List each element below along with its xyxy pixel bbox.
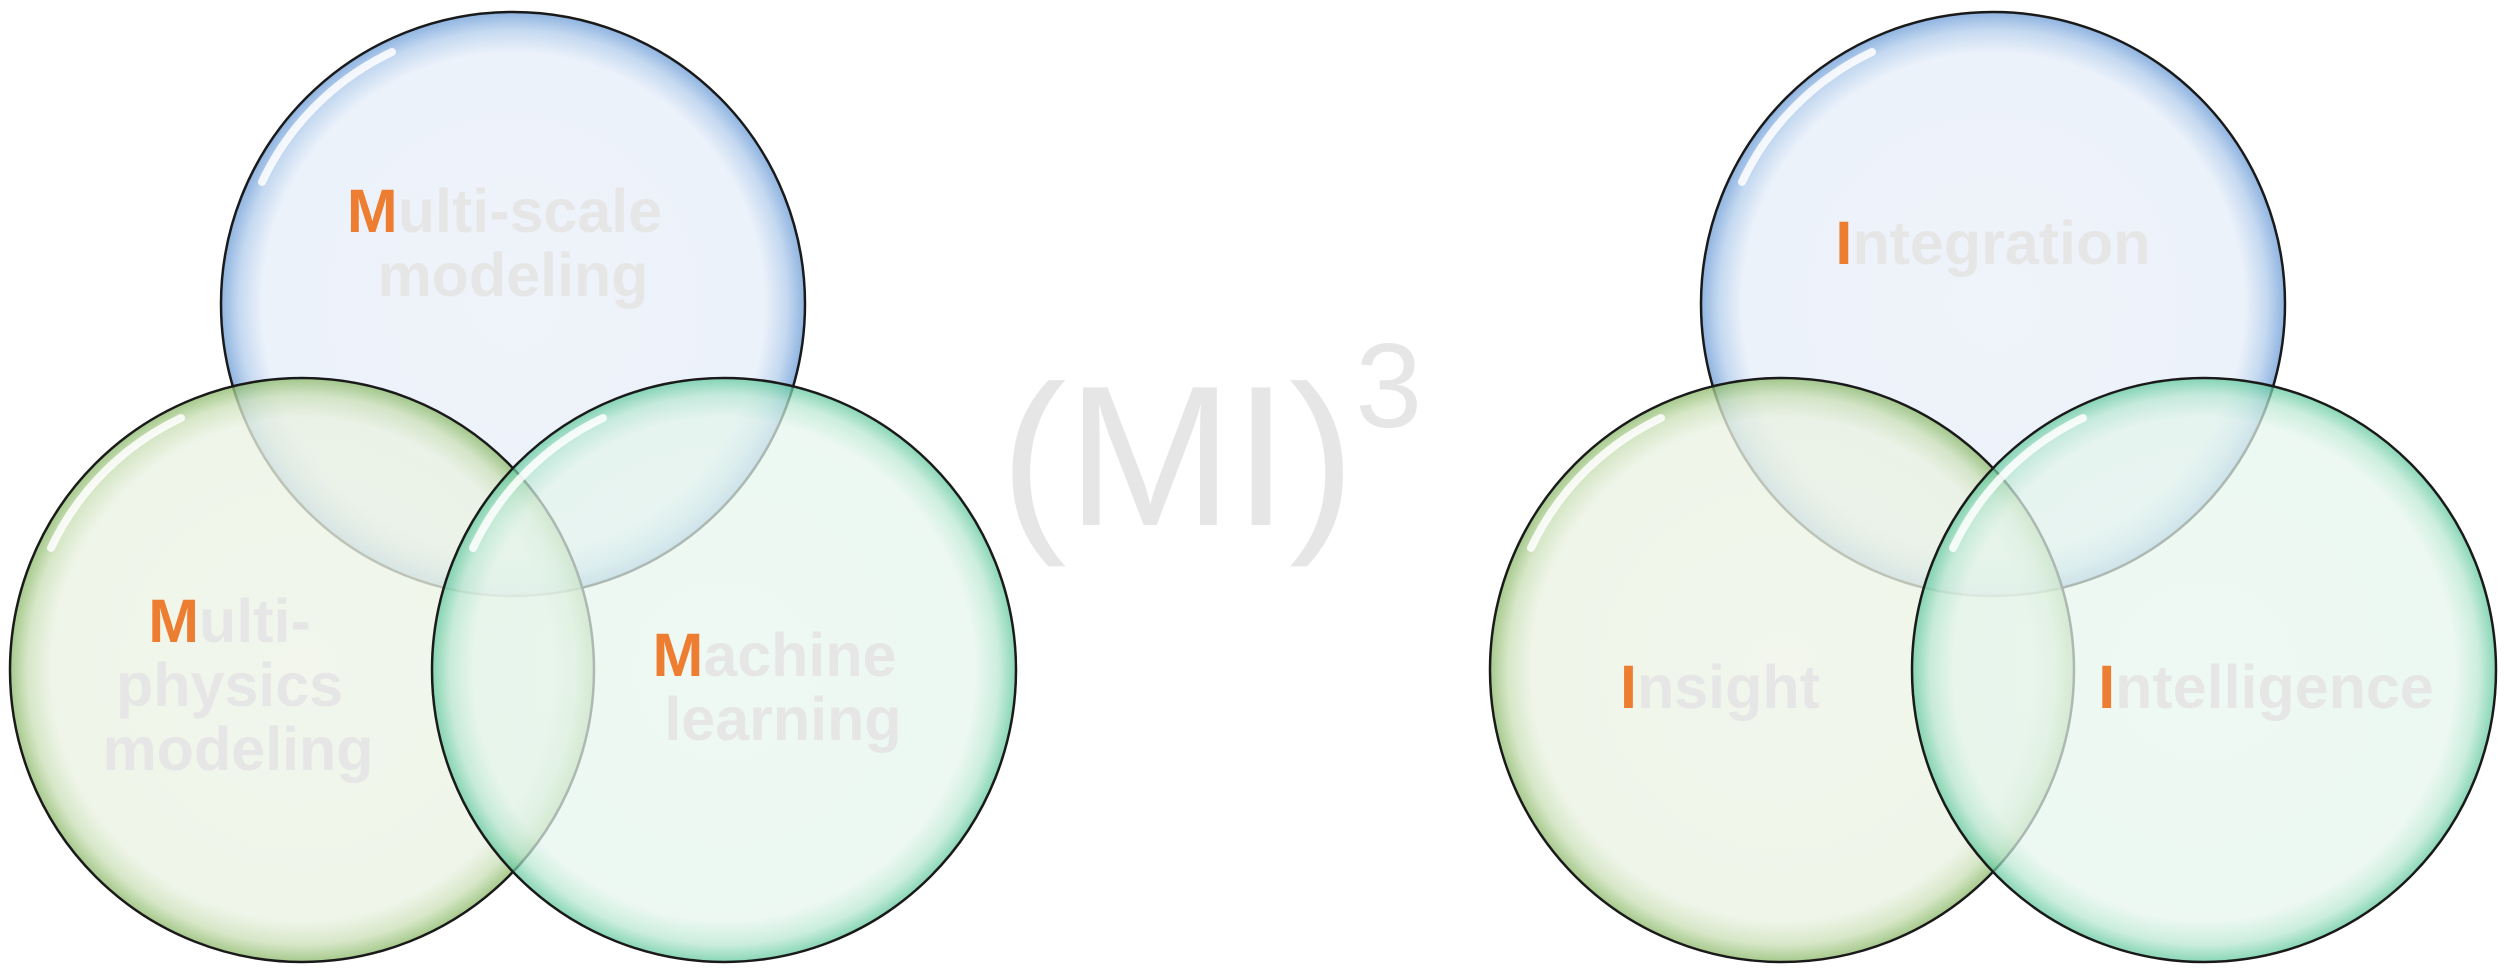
right-venn: Integration Insight Intelligence xyxy=(1488,10,2498,964)
right-venn-left-label: Insight xyxy=(1620,653,1820,721)
right-venn-right-label: Intelligence xyxy=(2098,653,2434,721)
right-venn-right-circle xyxy=(1910,376,2498,964)
left-venn-right-circle xyxy=(430,376,1018,964)
right-venn-top-label: Integration xyxy=(1835,209,2150,277)
title-main: (MI) xyxy=(1000,345,1355,568)
left-venn-left-label: Multi- physics modeling xyxy=(102,587,373,783)
center-title: (MI)3 xyxy=(1000,319,1422,568)
left-venn: Multi-scale modeling Multi- physics mode… xyxy=(8,10,1018,964)
left-venn-top-label: Multi-scale modeling xyxy=(347,177,679,309)
left-venn-right-label: Machine learning xyxy=(652,621,913,753)
title-superscript: 3 xyxy=(1355,319,1422,453)
